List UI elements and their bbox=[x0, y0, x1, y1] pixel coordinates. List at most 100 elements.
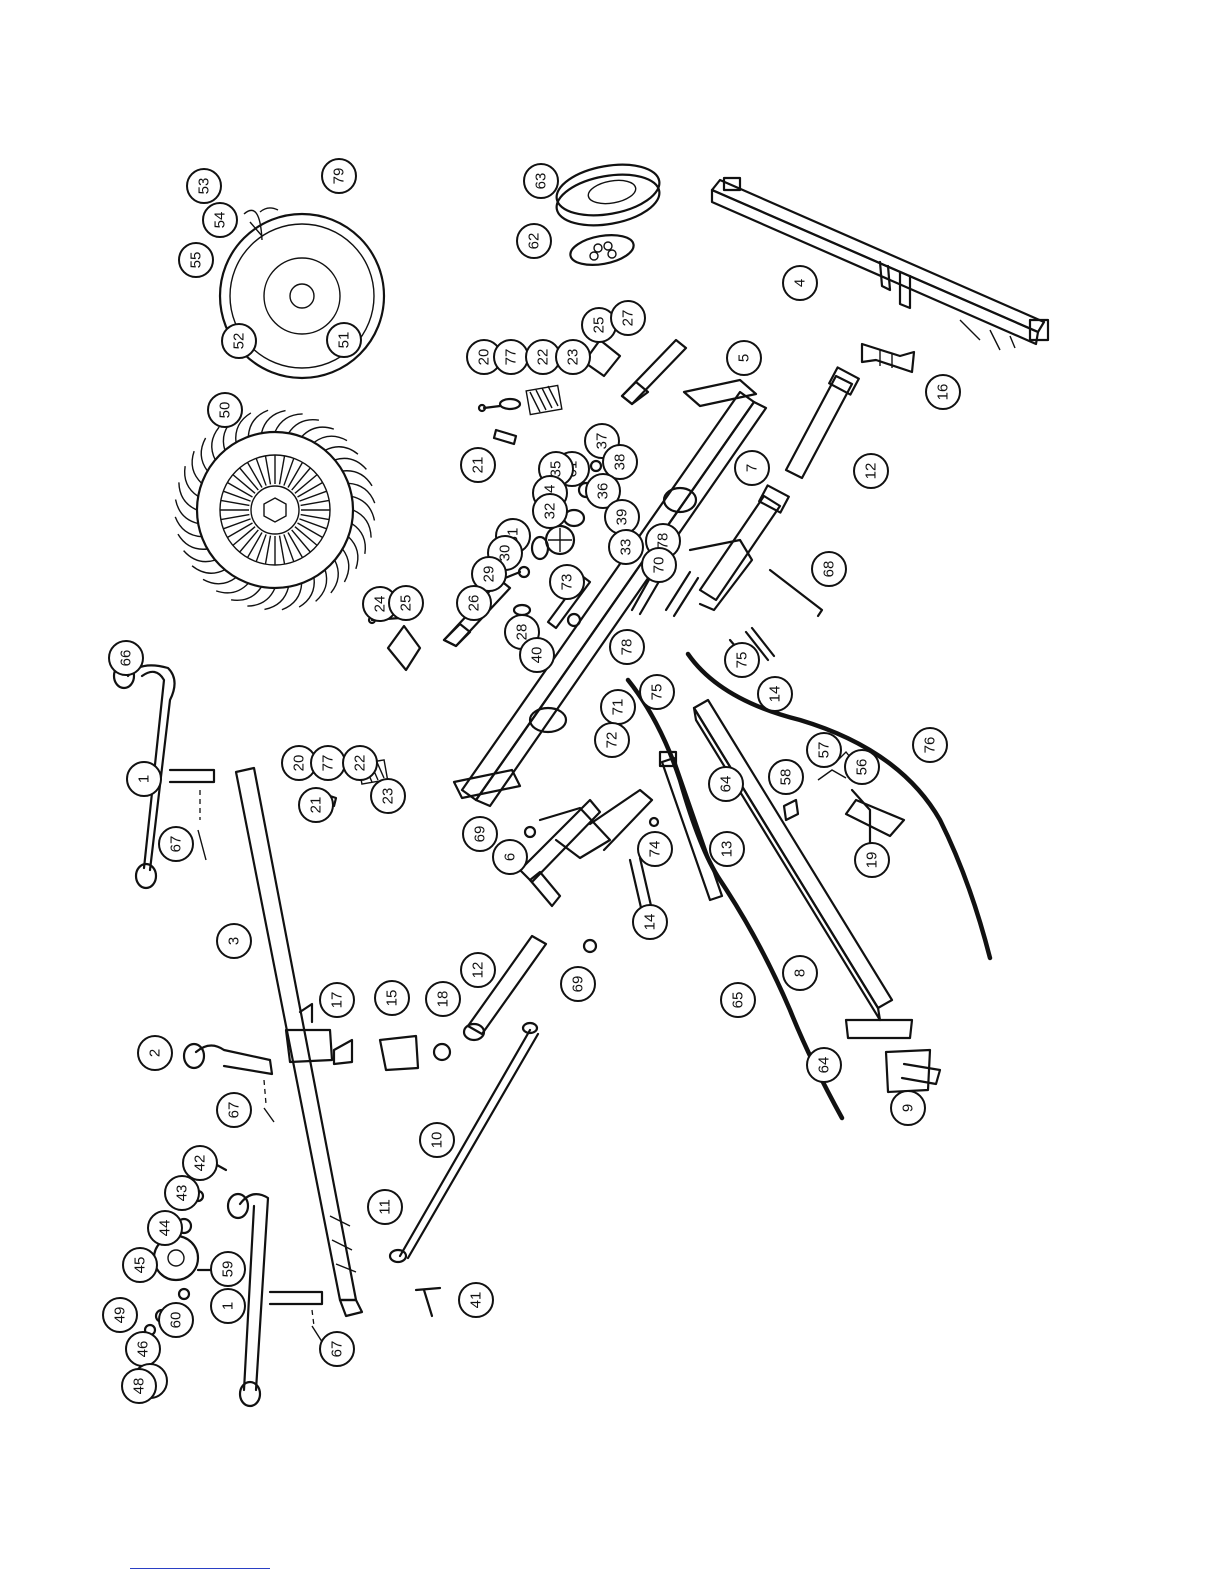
callout-26: 26 bbox=[457, 586, 491, 620]
rake-tine bbox=[331, 560, 338, 593]
plate-62 bbox=[568, 231, 636, 270]
callout-label: 67 bbox=[226, 1102, 243, 1119]
callout-22b: 22 bbox=[343, 746, 377, 780]
callout-label: 65 bbox=[730, 992, 747, 1009]
bolt-20-top bbox=[479, 399, 520, 411]
callout-63: 63 bbox=[524, 164, 558, 198]
callout-label: 37 bbox=[594, 433, 611, 450]
wheel-spoke bbox=[248, 533, 263, 558]
rake-tine bbox=[352, 524, 366, 554]
callout-67c: 67 bbox=[320, 1332, 354, 1366]
callout-label: 62 bbox=[526, 233, 543, 250]
callout-label: 40 bbox=[529, 647, 546, 664]
rake-tine bbox=[185, 466, 199, 496]
callout-78b: 78 bbox=[610, 630, 644, 664]
callout-72: 72 bbox=[595, 723, 629, 757]
callout-label: 75 bbox=[734, 652, 751, 669]
pivot-15-17-18 bbox=[334, 1036, 450, 1070]
callout-label: 15 bbox=[384, 990, 401, 1007]
wheel-spoke bbox=[248, 462, 263, 487]
callout-11: 11 bbox=[368, 1190, 402, 1224]
callout-60: 60 bbox=[159, 1303, 193, 1337]
callout-4: 4 bbox=[783, 266, 817, 300]
callout-74: 74 bbox=[638, 832, 672, 866]
wheel-spoke bbox=[288, 462, 303, 487]
callout-14b: 14 bbox=[633, 905, 667, 939]
wheel-spoke bbox=[265, 456, 270, 485]
callout-16: 16 bbox=[926, 375, 960, 409]
callout-label: 19 bbox=[864, 852, 881, 869]
callout-14a: 14 bbox=[758, 677, 792, 711]
callout-label: 6 bbox=[502, 853, 519, 861]
callout-label: 3 bbox=[226, 937, 243, 945]
callout-58: 58 bbox=[769, 760, 803, 794]
tube-12-upper bbox=[786, 367, 859, 478]
callout-label: 9 bbox=[900, 1104, 917, 1112]
callout-label: 27 bbox=[620, 310, 637, 327]
callout-69b: 69 bbox=[561, 967, 595, 1001]
wheel-spoke bbox=[295, 527, 317, 546]
callout-42: 42 bbox=[183, 1146, 217, 1180]
callout-19: 19 bbox=[855, 843, 889, 877]
callout-label: 42 bbox=[192, 1155, 209, 1172]
callout-49: 49 bbox=[103, 1298, 137, 1332]
washer-74 bbox=[650, 818, 658, 826]
footer-link-underline[interactable] bbox=[130, 1568, 270, 1569]
callout-label: 11 bbox=[377, 1199, 394, 1215]
callout-33: 33 bbox=[609, 530, 643, 564]
callout-label: 76 bbox=[922, 737, 939, 754]
callout-3: 3 bbox=[217, 924, 251, 958]
wheel-spoke bbox=[233, 475, 255, 494]
handle-41 bbox=[416, 1288, 440, 1316]
callout-64a: 64 bbox=[709, 767, 743, 801]
callout-label: 59 bbox=[220, 1261, 237, 1278]
callout-2: 2 bbox=[138, 1036, 172, 1070]
callout-67a: 67 bbox=[159, 827, 193, 861]
callout-label: 10 bbox=[429, 1132, 446, 1149]
callout-label: 71 bbox=[610, 699, 627, 716]
callout-label: 68 bbox=[821, 561, 838, 578]
callout-label: 26 bbox=[466, 595, 483, 612]
callout-label: 46 bbox=[135, 1341, 152, 1358]
callout-15: 15 bbox=[375, 981, 409, 1015]
wheel-spoke bbox=[240, 530, 259, 552]
pulley-63 bbox=[553, 157, 664, 232]
frame-tube-3 bbox=[236, 768, 362, 1316]
wheel-spoke bbox=[221, 515, 250, 520]
callout-label: 23 bbox=[380, 788, 397, 805]
clip-57 bbox=[818, 770, 846, 780]
callout-label: 29 bbox=[481, 566, 498, 583]
pin-14-center bbox=[630, 858, 652, 912]
callout-12a: 12 bbox=[854, 454, 888, 488]
rake-wheel-50 bbox=[175, 410, 375, 610]
callout-label: 17 bbox=[329, 992, 346, 1009]
callout-label: 39 bbox=[614, 509, 631, 526]
callout-label: 79 bbox=[331, 168, 348, 185]
callout-label: 44 bbox=[157, 1220, 174, 1237]
callout-79: 79 bbox=[322, 159, 356, 193]
rake-tine bbox=[212, 427, 219, 460]
callout-46: 46 bbox=[126, 1332, 160, 1366]
callout-label: 30 bbox=[497, 545, 514, 562]
callout-64b: 64 bbox=[807, 1048, 841, 1082]
callout-label: 78 bbox=[619, 639, 636, 656]
frame-tube-4 bbox=[712, 178, 1048, 350]
callout-label: 69 bbox=[472, 826, 489, 843]
callout-label: 23 bbox=[565, 349, 582, 366]
callout-label: 51 bbox=[336, 332, 353, 349]
callout-label: 67 bbox=[329, 1341, 346, 1358]
wheel-spoke bbox=[299, 491, 326, 501]
callout-label: 8 bbox=[792, 969, 809, 977]
callout-label: 57 bbox=[816, 742, 833, 759]
wheel-spoke bbox=[298, 483, 323, 498]
callout-13: 13 bbox=[710, 832, 744, 866]
wheel-spoke bbox=[288, 533, 303, 558]
wheel-spoke bbox=[256, 458, 266, 485]
rake-tine bbox=[192, 451, 202, 483]
bracket-16 bbox=[862, 344, 914, 372]
wheel-spoke bbox=[284, 534, 294, 561]
callout-label: 28 bbox=[514, 624, 531, 641]
rake-tine bbox=[216, 583, 248, 593]
callout-76: 76 bbox=[913, 728, 947, 762]
callout-59: 59 bbox=[211, 1252, 245, 1286]
